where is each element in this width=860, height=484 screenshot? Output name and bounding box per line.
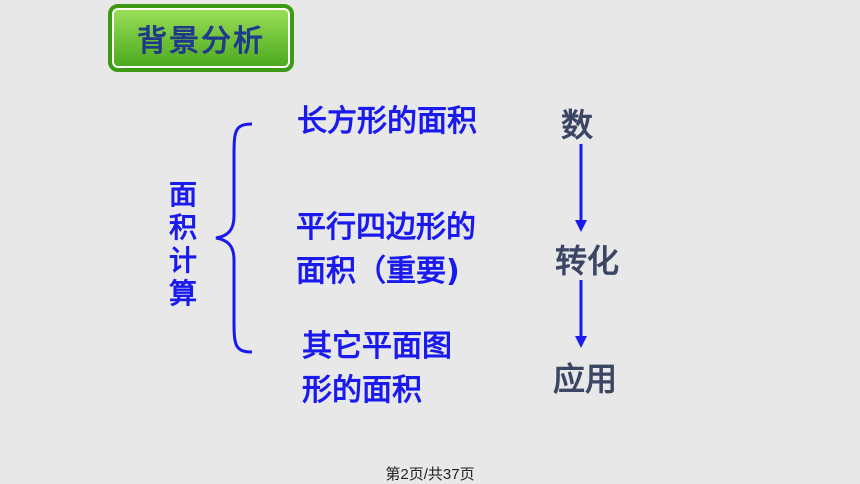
item-line: 形的面积 (302, 373, 422, 408)
flow-arrows (575, 144, 587, 348)
item-rectangle-area: 长方形的面积 (297, 100, 477, 144)
title-badge: 背景分析 (108, 4, 294, 72)
slide-title: 背景分析 (137, 24, 265, 59)
vertical-char: 计 (168, 244, 197, 277)
item-line: 长方形的面积 (297, 104, 477, 139)
item-other-shapes-area: 其它平面图 形的面积 (302, 325, 452, 413)
item-line: 平行四边形的 (296, 210, 476, 245)
vertical-char: 面 (168, 178, 197, 211)
item-parallelogram-area: 平行四边形的 面积（重要) (296, 206, 476, 294)
curly-brace-icon (215, 122, 253, 354)
item-line: 其它平面图 (302, 329, 452, 364)
vertical-char: 算 (168, 277, 197, 310)
down-arrow-icon (575, 144, 587, 232)
vertical-char: 积 (168, 211, 197, 244)
page-number-footer: 第2页/共37页 (385, 466, 475, 483)
item-line: 面积（重要) (296, 254, 460, 289)
word-transform: 转化 (555, 242, 620, 280)
word-number: 数 (561, 106, 594, 144)
vertical-label-area-calculation: 面 积 计 算 (166, 178, 200, 310)
down-arrow-icon (575, 280, 587, 348)
word-apply: 应用 (553, 360, 618, 398)
